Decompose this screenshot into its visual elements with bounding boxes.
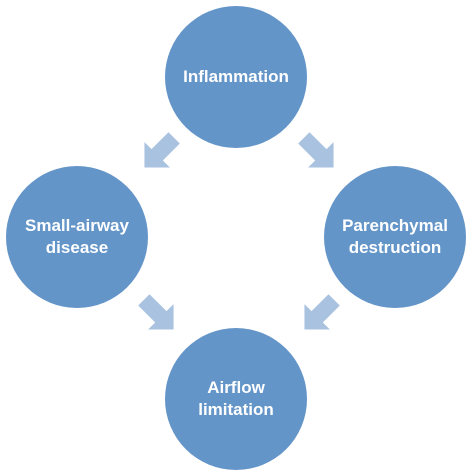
arrow-down-left-icon (304, 294, 340, 330)
node-label-inflammation: Inflammation (183, 67, 289, 86)
node-airflow-limitation: Airflow limitation (165, 328, 307, 470)
node-label-airflow-limitation: Airflow limitation (198, 378, 274, 419)
arrow-down-right-icon (138, 294, 174, 330)
node-label-small-airway-disease: Small-airway disease (25, 216, 129, 257)
node-small-airway-disease: Small-airway disease (6, 166, 148, 308)
node-label-parenchymal-destruction: Parenchymal destruction (342, 216, 448, 257)
arrow-down-right-icon (298, 132, 334, 168)
arrow-down-left-icon (144, 132, 180, 168)
node-inflammation: Inflammation (165, 6, 307, 148)
node-parenchymal-destruction: Parenchymal destruction (324, 166, 466, 308)
